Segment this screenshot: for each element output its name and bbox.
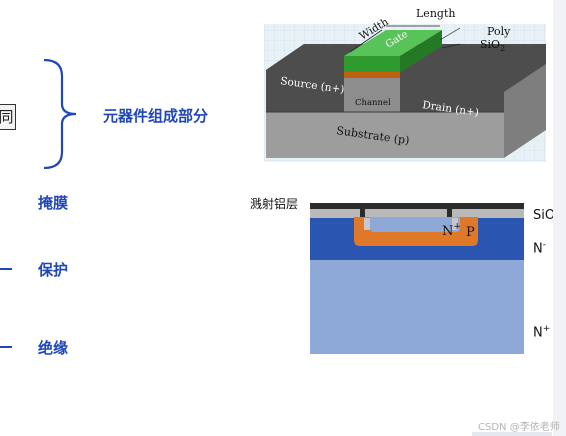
cut-off-text-box: 同: [0, 104, 16, 130]
cut-off-char: 同: [0, 108, 14, 126]
blur-strip: [472, 432, 552, 436]
drain-region: [400, 44, 546, 112]
p-label: P: [466, 225, 475, 240]
sputter-aluminum-layer: [310, 203, 524, 209]
gate-top: [344, 30, 442, 56]
sio2-label: SiO2: [480, 38, 505, 53]
protect-label: 保护: [38, 261, 69, 279]
n-plus-inner-label: N+: [442, 222, 461, 239]
right-edge-strip: [553, 0, 566, 436]
insulation-label: 绝缘: [38, 339, 69, 357]
protect-dash: [0, 268, 12, 270]
component-label: 元器件组成部分: [103, 107, 209, 125]
watermark: CSDN @李依老师: [478, 422, 560, 433]
n-plus-inner: [370, 217, 460, 232]
gate-front: [344, 56, 400, 72]
gate-side: [400, 30, 442, 72]
n-plus-label: N+: [533, 324, 551, 341]
length-label: Length: [416, 7, 455, 20]
mosfet-3d-diagram: Length Width Poly SiO2 Gate Source (n+) …: [264, 7, 546, 162]
insulation-dash: [0, 346, 12, 348]
mask-label: 掩膜: [38, 194, 69, 212]
poly-label: Poly: [487, 25, 511, 38]
n-plus-substrate: [310, 260, 524, 354]
cross-section-diagram: N+ P: [310, 203, 524, 354]
sio2-layer: [310, 208, 524, 218]
channel-region: [344, 70, 400, 112]
curly-brace-icon: [43, 58, 77, 170]
channel-label: Channel: [355, 98, 391, 108]
source-region: [266, 44, 360, 112]
n-minus-label: N-: [533, 240, 546, 257]
substrate-side: [504, 64, 546, 158]
sputter-label: 溅射铝层: [250, 197, 299, 211]
